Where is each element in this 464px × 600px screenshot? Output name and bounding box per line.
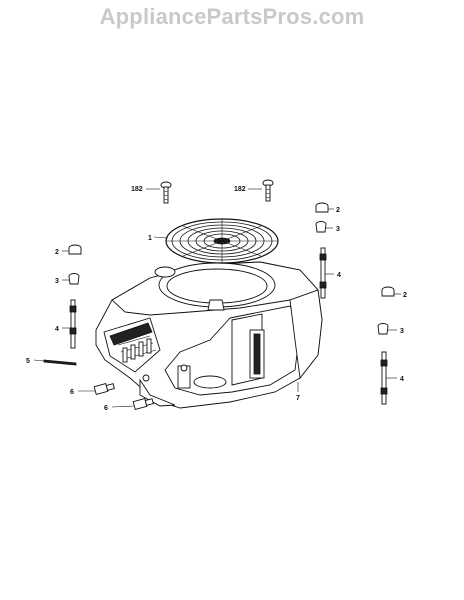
blower-housing <box>95 261 323 409</box>
nut-2-right <box>381 286 395 297</box>
leader-lines <box>33 188 401 408</box>
callout-bolt-6-lower: 6 <box>104 405 108 412</box>
callout-nut-2-right: 2 <box>403 292 407 299</box>
callout-stud-4-right: 4 <box>400 376 404 383</box>
bolt-6-upper <box>93 383 115 395</box>
nut-2-top-right <box>315 202 329 213</box>
callout-nut-3-top-right: 3 <box>336 226 340 233</box>
callout-nut-3-right: 3 <box>400 328 404 335</box>
screw-182-right <box>262 179 274 202</box>
callout-pin-5: 5 <box>26 358 30 365</box>
cooling-fins <box>122 338 152 363</box>
screw-182-left <box>160 181 172 204</box>
nut-2-left <box>68 244 82 255</box>
callout-nut-2-left: 2 <box>55 249 59 256</box>
callout-stud-4-top-right: 4 <box>337 272 341 279</box>
callout-screw-right: 182 <box>234 186 246 193</box>
spacer-3-left <box>68 273 80 285</box>
watermark: AppliancePartsPros.com <box>99 4 365 29</box>
callout-grille: 1 <box>148 235 152 242</box>
callout-nut-2-top-right: 2 <box>336 207 340 214</box>
callout-bolt-6-upper: 6 <box>70 389 74 396</box>
callout-screw-left: 182 <box>131 186 143 193</box>
spacer-3-right <box>377 323 389 335</box>
bolt-6-lower <box>132 398 154 410</box>
spacer-3-top-right <box>315 221 327 233</box>
stud-4-top-right <box>319 247 327 299</box>
rotating-screen-grille <box>165 218 279 264</box>
callout-labels: 182 182 1 2 2 2 3 3 3 4 4 4 5 6 6 7 <box>26 186 407 412</box>
callout-nut-3-left: 3 <box>55 278 59 285</box>
pin-5 <box>43 359 77 366</box>
callout-stud-4-left: 4 <box>55 326 59 333</box>
callout-housing-7: 7 <box>296 395 300 402</box>
stud-4-left <box>69 299 77 349</box>
